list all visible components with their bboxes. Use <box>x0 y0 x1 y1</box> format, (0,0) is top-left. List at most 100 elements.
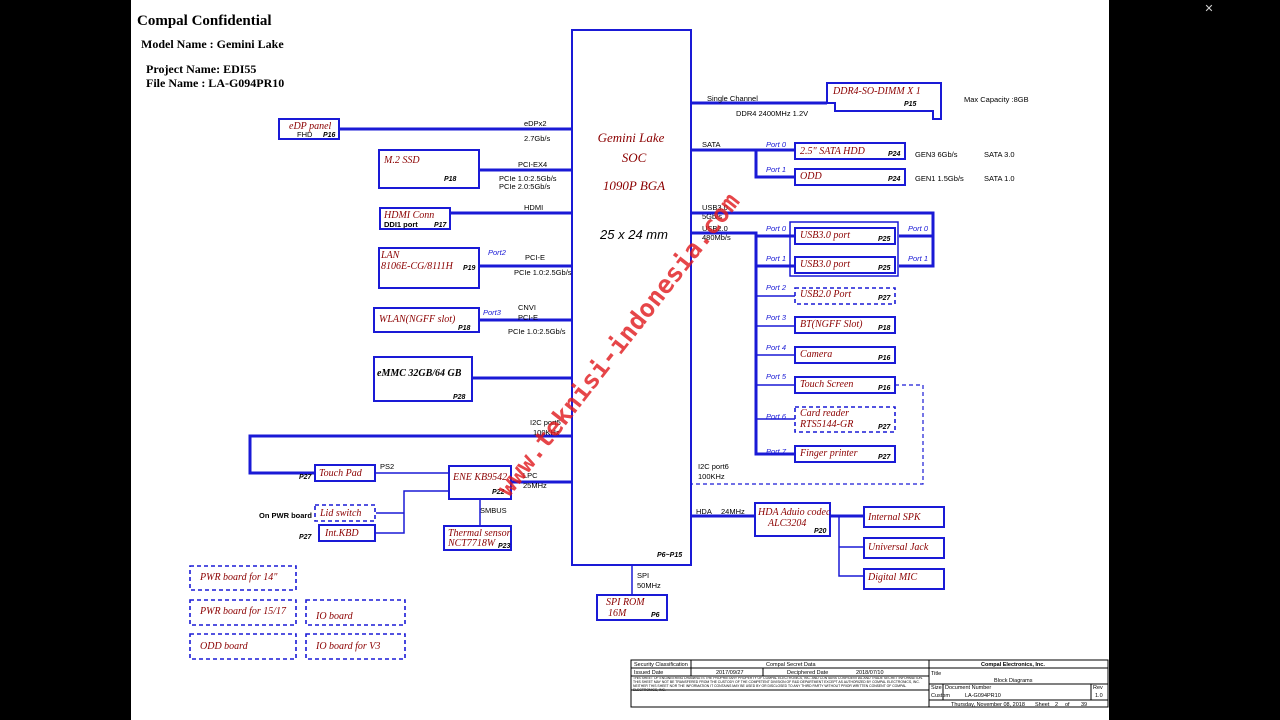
edp-sub: FHD <box>297 130 313 139</box>
jack-block <box>863 537 945 559</box>
touchpad-page: P27 <box>299 474 313 481</box>
edp-sig: eDPx2 <box>524 119 547 128</box>
soc-type: SOC <box>622 150 647 165</box>
spi-speed: 50MHz <box>637 581 661 590</box>
finger-name: Finger printer <box>799 448 858 459</box>
edp-speed: 2.7Gb/s <box>524 134 551 143</box>
soc-name: Gemini Lake <box>598 130 665 145</box>
i2c5-sig: I2C port5 <box>530 418 561 427</box>
board-io <box>305 599 406 626</box>
lid-name: Lid switch <box>319 508 361 519</box>
hda-speed: 24MHz <box>721 507 745 516</box>
cardreader-block <box>794 406 896 433</box>
board-iov3-label: IO board for V3 <box>315 641 380 652</box>
cardreader-name2: RTS5144-GR <box>799 419 853 430</box>
edp-page: P16 <box>323 132 336 139</box>
soc-size: 25 x 24 mm <box>599 227 668 242</box>
usb30-group <box>789 221 899 277</box>
wlan-sig2: PCI-E <box>518 313 538 322</box>
ddr-cap: Max Capacity :8GB <box>964 95 1029 104</box>
tb-sheet-total: 39 <box>1081 702 1087 708</box>
hdd-name: 2.5" SATA HDD <box>800 146 866 157</box>
hdmi-sub: DDI1 port <box>384 220 418 229</box>
emmc-page: P28 <box>453 394 466 401</box>
file-name: File Name : LA-G094PR10 <box>146 76 284 90</box>
odd-page: P24 <box>888 176 901 183</box>
tb-security-class: Security Classification <box>634 662 688 668</box>
lpc-sig: LPC <box>523 471 538 480</box>
jack-name: Universal Jack <box>868 542 929 553</box>
ddr-block <box>826 82 942 120</box>
hdmi-sig: HDMI <box>524 203 543 212</box>
thermal-page: P23 <box>498 543 511 550</box>
touchscreen-name: Touch Screen <box>800 379 853 390</box>
tb-issued-value: 2017/09/27 <box>716 670 744 676</box>
tb-sheet-label: Sheet <box>1035 702 1050 708</box>
tb-sheet-number: 2 <box>1055 702 1058 708</box>
spi-rom-block <box>596 594 668 621</box>
ssd-speed1: PCIe 1.0:2.5Gb/s <box>499 174 557 183</box>
hdd-page: P24 <box>888 151 901 158</box>
odd-block <box>794 168 906 186</box>
tb-doc-label: Document Number <box>945 685 991 691</box>
odd-port: Port 1 <box>766 165 786 174</box>
usb30b-page: P25 <box>878 265 891 272</box>
project-name: Project Name: EDI55 <box>146 62 256 76</box>
tb-deciphered-value: 2018/07/10 <box>856 670 884 676</box>
mic-name: Digital MIC <box>867 572 917 583</box>
model-name: Model Name : Gemini Lake <box>141 37 284 51</box>
cardreader-name1: Card reader <box>800 408 849 419</box>
tb-company: Compal Electronics, Inc. <box>981 662 1045 668</box>
kbd-block <box>318 524 376 542</box>
tb-size-label: Size <box>931 685 942 691</box>
wlan-name: WLAN(NGFF slot) <box>379 314 456 325</box>
wlan-sig1: CNVI <box>518 303 536 312</box>
board-pwr1517-label: PWR board for 15/17 <box>199 606 287 617</box>
ddr-name: DDR4-SO-DIMM X 1 <box>832 86 921 97</box>
wlan-port: Port3 <box>483 308 502 317</box>
usb20-name: USB2.0 Port <box>800 289 851 300</box>
spi-rom-size: 16M <box>608 608 627 619</box>
board-pwr1517 <box>189 599 297 626</box>
lid-note: On PWR board <box>259 511 312 520</box>
board-iov3 <box>305 633 406 660</box>
tb-notice: THIS SHEET OF ENGINEERING DRAWING IS THE… <box>633 677 923 692</box>
codec-block <box>754 502 831 537</box>
usb-port0: Port 0 <box>766 224 787 233</box>
mic-block <box>863 568 945 590</box>
camera-block <box>794 346 896 364</box>
board-pwr14 <box>189 565 297 591</box>
close-icon[interactable]: ✕ <box>1204 2 1214 15</box>
usb30-sig: USB3.0 <box>702 203 728 212</box>
board-odd <box>189 633 297 660</box>
usb30-speed: 5Gb/s <box>702 212 722 221</box>
touchpad-name: Touch Pad <box>319 468 363 479</box>
odd-gen: GEN1 1.5Gb/s <box>915 174 964 183</box>
usb30b-name: USB3.0 port <box>800 259 850 270</box>
usb-port1: Port 1 <box>766 254 786 263</box>
kbd-name: Int.KBD <box>324 528 359 539</box>
i2c5-bus <box>248 434 572 475</box>
usb30a-port3: Port 0 <box>908 224 929 233</box>
finger-page: P27 <box>878 454 892 461</box>
ssd-sig: PCI-EX4 <box>518 160 547 169</box>
bt-page: P18 <box>878 325 891 332</box>
usb30a-page: P25 <box>878 236 891 243</box>
sata-sig: SATA <box>702 140 720 149</box>
spi-rom-page: P6 <box>651 612 660 619</box>
tb-title: Block Diagrams <box>994 678 1033 684</box>
confidential-title: Compal Confidential <box>137 13 272 29</box>
tb-title-label: Title <box>931 671 941 677</box>
lan-name1: LAN <box>380 250 401 261</box>
title-block <box>630 659 1109 708</box>
usb30a-name: USB3.0 port <box>800 230 850 241</box>
schematic-sheet: Compal Confidential Model Name : Gemini … <box>131 0 1109 720</box>
kbd-page: P27 <box>299 534 313 541</box>
usb20-sig: USB2.0 <box>702 224 728 233</box>
board-pwr14-label: PWR board for 14" <box>199 572 278 583</box>
hdmi-block <box>379 207 451 230</box>
tb-rev: 1.0 <box>1095 693 1103 699</box>
usb20-block <box>794 287 896 305</box>
ps2-sig: PS2 <box>380 462 394 471</box>
bt-name: BT(NGFF Slot) <box>800 319 863 330</box>
